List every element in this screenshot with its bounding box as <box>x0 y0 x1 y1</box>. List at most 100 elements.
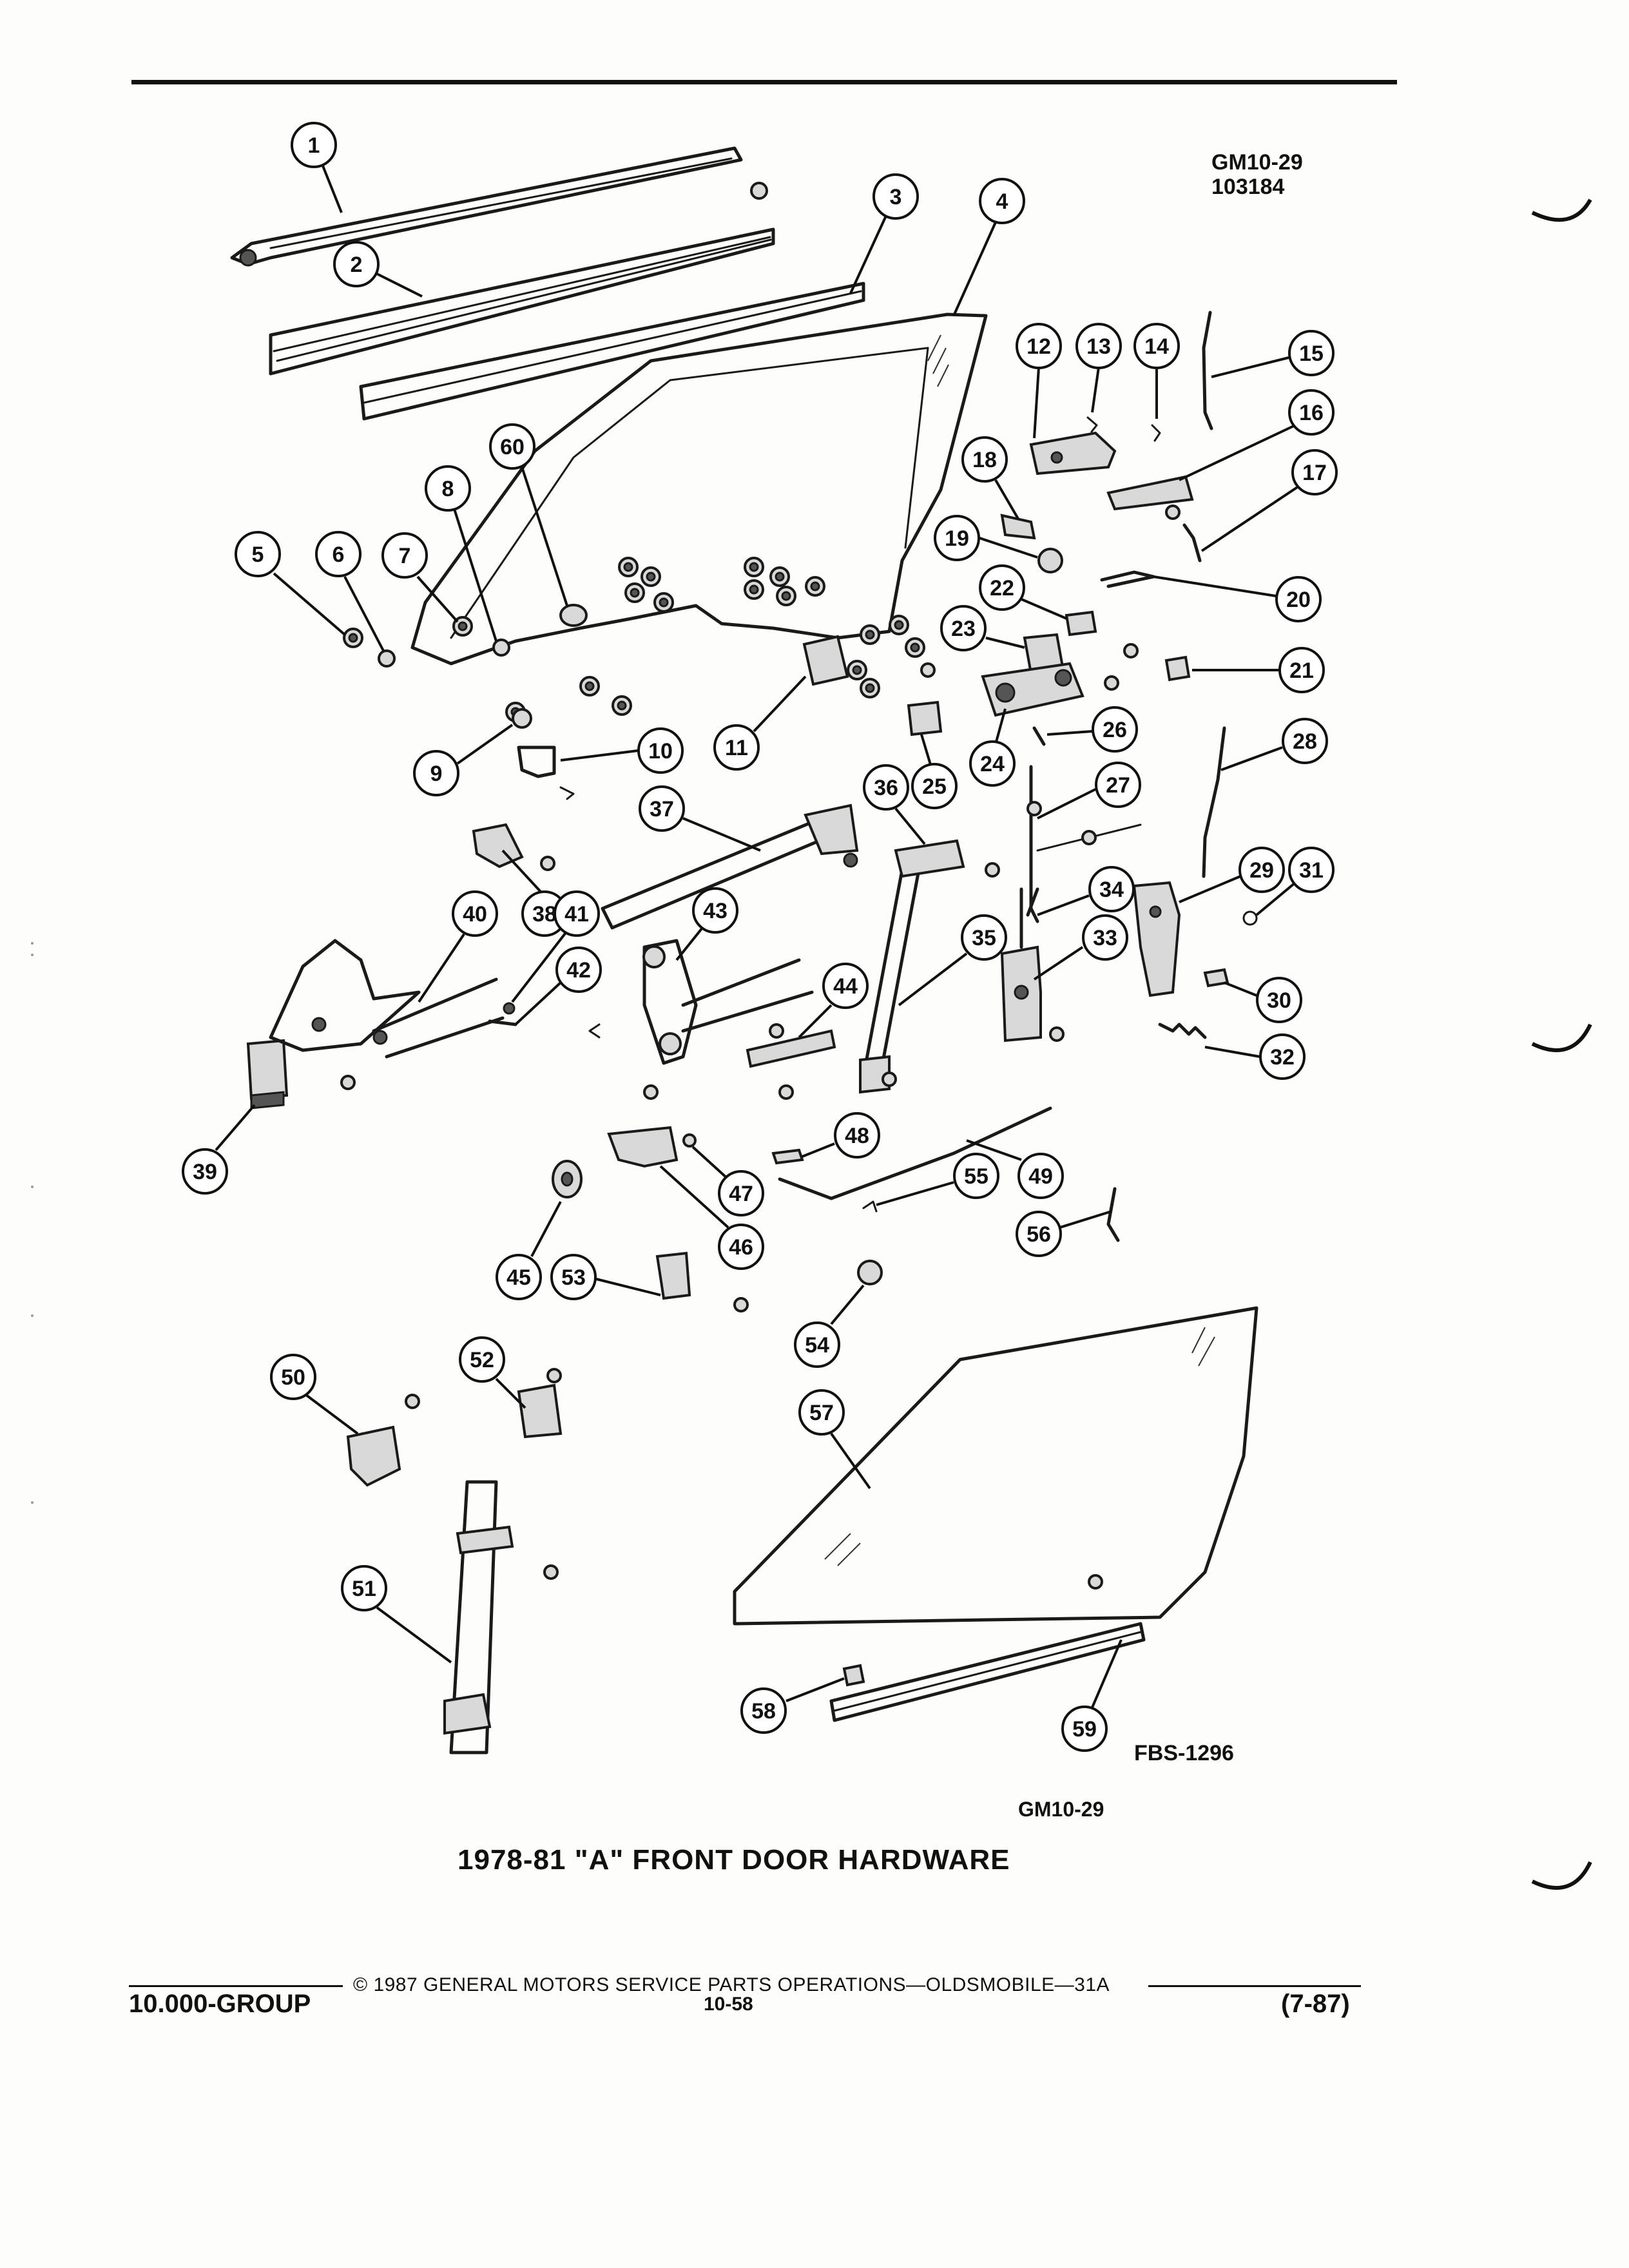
part-12-lock <box>1029 431 1117 476</box>
figure-title: 1978-81 "A" FRONT DOOR HARDWARE <box>458 1844 1010 1876</box>
svg-text:53: 53 <box>561 1265 586 1290</box>
svg-text:23: 23 <box>951 617 976 641</box>
callout-53: 53 <box>550 1254 661 1300</box>
part-4-door-frame <box>410 312 988 666</box>
callout-34: 34 <box>1037 866 1135 916</box>
svg-text:12: 12 <box>1027 334 1051 359</box>
svg-text:25: 25 <box>922 774 947 799</box>
callout-9: 9 <box>413 724 514 796</box>
part-56-rod <box>1106 1187 1120 1242</box>
margin-mark <box>31 1314 34 1317</box>
svg-text:43: 43 <box>703 899 728 923</box>
callout-5: 5 <box>235 531 346 636</box>
svg-text:31: 31 <box>1299 858 1324 883</box>
callout-25: 25 <box>911 734 958 809</box>
callout-46: 46 <box>659 1165 764 1270</box>
callout-39: 39 <box>182 1104 256 1195</box>
callout-44: 44 <box>798 963 869 1039</box>
callout-40: 40 <box>418 890 498 1003</box>
svg-text:13: 13 <box>1086 334 1111 359</box>
svg-text:41: 41 <box>564 902 589 927</box>
part-15-rod <box>1202 311 1213 430</box>
part-8-bolt <box>492 639 510 657</box>
frame-fasteners <box>505 557 925 722</box>
callout-30: 30 <box>1224 977 1302 1023</box>
part-31-spring <box>1242 910 1258 926</box>
callout-28: 28 <box>1220 718 1328 771</box>
callout-6: 6 <box>315 531 385 651</box>
part-45-roller <box>552 1160 583 1198</box>
callout-18: 18 <box>961 436 1019 520</box>
callout-14: 14 <box>1133 323 1180 419</box>
part-20-link <box>1100 570 1155 588</box>
part-6-washer <box>378 649 396 668</box>
callout-20: 20 <box>1153 575 1322 622</box>
callout-54: 54 <box>794 1284 865 1368</box>
footer-revision-date: (7-87) <box>1281 1990 1350 2018</box>
svg-text:47: 47 <box>729 1182 753 1206</box>
part-50-guide <box>346 1425 401 1487</box>
svg-text:56: 56 <box>1027 1222 1051 1247</box>
callout-24: 24 <box>969 708 1016 787</box>
svg-text:14: 14 <box>1144 334 1169 359</box>
callout-41: 41 <box>511 890 600 1003</box>
callout-55: 55 <box>876 1153 999 1206</box>
margin-mark <box>31 954 34 956</box>
part-14-clip <box>1151 424 1161 442</box>
callout-42: 42 <box>514 947 602 1026</box>
svg-text:34: 34 <box>1099 878 1124 902</box>
part-47-ball <box>682 1133 697 1148</box>
part-29-latch <box>1132 881 1181 997</box>
svg-text:20: 20 <box>1286 588 1311 612</box>
callout-3: 3 <box>849 173 919 294</box>
callout-32: 32 <box>1204 1033 1306 1080</box>
part-60-plug <box>559 604 588 627</box>
callout-22: 22 <box>979 564 1067 620</box>
part-58-clip <box>842 1664 865 1687</box>
svg-text:54: 54 <box>805 1333 829 1358</box>
footer-page-number: 10-58 <box>704 1994 753 2015</box>
svg-text:22: 22 <box>990 576 1014 601</box>
part-7-bushing <box>452 616 473 637</box>
callout-49: 49 <box>966 1139 1064 1199</box>
callout-11: 11 <box>713 675 807 771</box>
callout-16: 16 <box>1179 389 1335 481</box>
svg-text:4: 4 <box>996 189 1008 214</box>
svg-text:48: 48 <box>845 1124 869 1148</box>
svg-text:7: 7 <box>399 544 411 568</box>
part-39-regulator-motor <box>246 1039 289 1110</box>
svg-text:33: 33 <box>1093 926 1117 950</box>
svg-text:51: 51 <box>352 1577 376 1601</box>
part-22-clip <box>1065 610 1097 637</box>
part-24-latch <box>981 662 1084 717</box>
svg-text:1: 1 <box>308 133 320 158</box>
svg-text:57: 57 <box>809 1401 834 1425</box>
part-51-channel <box>443 1480 514 1754</box>
callout-56: 56 <box>1016 1210 1112 1257</box>
callout-57: 57 <box>798 1389 871 1490</box>
svg-text:49: 49 <box>1028 1164 1053 1189</box>
callout-33: 33 <box>1033 914 1128 981</box>
part-42-link <box>488 1019 517 1026</box>
part-16-handle <box>1106 475 1194 511</box>
svg-text:2: 2 <box>351 253 363 277</box>
svg-text:15: 15 <box>1299 341 1324 366</box>
svg-text:17: 17 <box>1302 461 1327 485</box>
part-44-strip <box>746 1029 836 1068</box>
drawing-code: FBS-1296 <box>1134 1741 1234 1765</box>
part-17-link <box>1182 523 1202 562</box>
part-59-sash-channel <box>829 1622 1146 1722</box>
part-19-bushing <box>1037 548 1063 573</box>
part-11-plate <box>802 635 849 686</box>
margin-mark <box>31 942 34 945</box>
callout-10: 10 <box>560 727 684 774</box>
part-34-rod <box>1026 887 1039 917</box>
part-9-fastener <box>512 708 532 729</box>
callout-19: 19 <box>934 515 1038 561</box>
part-1-channel <box>230 146 768 267</box>
svg-text:5: 5 <box>252 543 264 567</box>
part-49-rod <box>778 1106 1052 1200</box>
top-rule <box>131 80 1397 84</box>
svg-text:55: 55 <box>964 1164 988 1189</box>
